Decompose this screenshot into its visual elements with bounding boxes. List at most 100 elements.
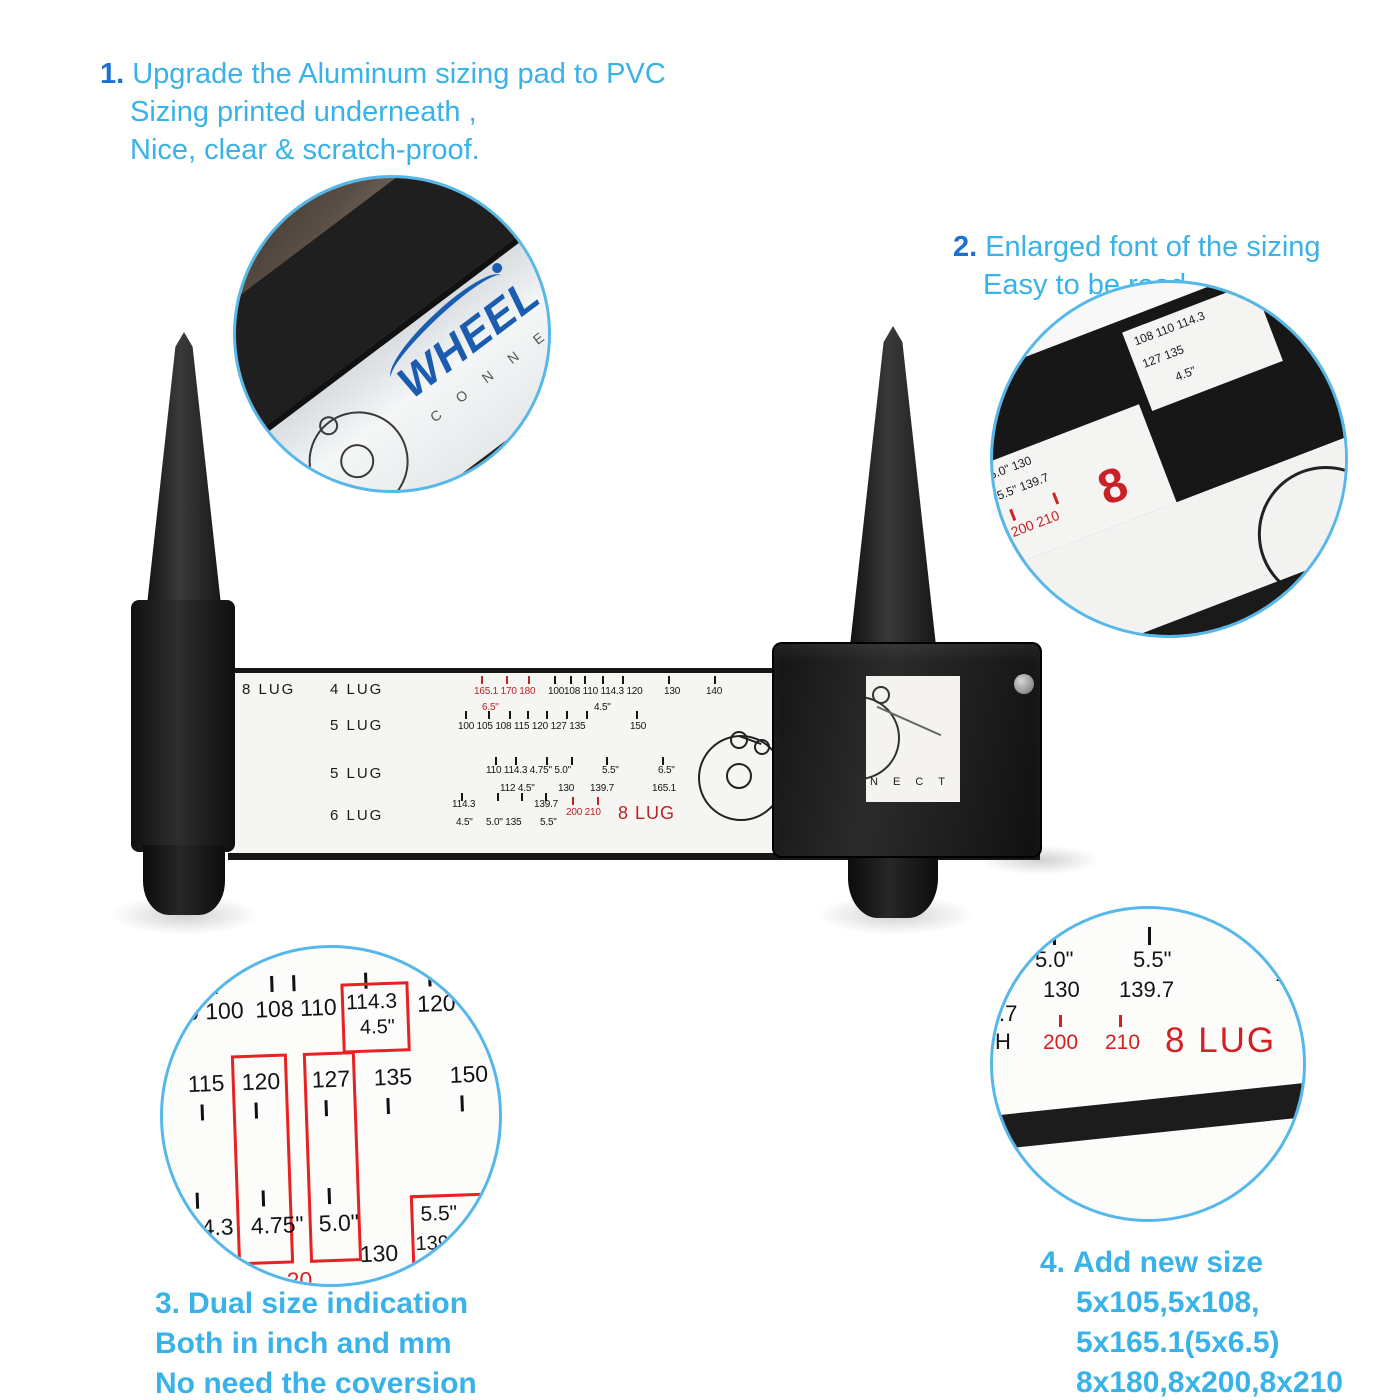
annotation-3: 3.Dual size indication Both in inch and … (155, 1284, 477, 1400)
annotation-4-line4: 8x180,8x200,8x210 (1076, 1366, 1343, 1399)
tick (427, 970, 432, 987)
scale-number: 5.0" (318, 1209, 360, 1237)
annotation-1-line3: Nice, clear & scratch-proof. (130, 134, 480, 166)
tick (200, 1104, 205, 1121)
scale-number: 5.0" (1035, 947, 1074, 972)
scale-number: 127 (311, 1065, 351, 1093)
tick (554, 676, 556, 684)
scale-number: 6.5" (658, 765, 675, 776)
scale-number: 120 (416, 989, 456, 1017)
scale-number: 127 135 (1140, 342, 1186, 371)
scale-number: 135 (373, 1063, 413, 1091)
scale-number: 150 (449, 1060, 489, 1088)
annotation-1-number: 1. (100, 58, 125, 90)
tick (481, 676, 483, 684)
bolt-circle-lug (754, 739, 770, 755)
screw (1014, 674, 1034, 694)
tick (1053, 927, 1056, 945)
slider-closeup: 114.3 4.5" 108 110 114.3 127 135 4.5" 5.… (993, 283, 1345, 635)
right-handle (848, 856, 938, 918)
tick (515, 757, 517, 765)
left-handle (143, 845, 225, 915)
scale-number: 5.5" (1133, 947, 1172, 972)
ruler-row2-5lug-label: 5 LUG (330, 717, 384, 734)
annotation-3-line2: Both in inch and mm (155, 1327, 452, 1360)
tick (570, 676, 572, 684)
pad-closeup: WHEEL C O N N E C T 140 165.1 (233, 178, 548, 490)
tick (546, 757, 548, 765)
scale-number: 5.5" (540, 817, 557, 828)
tick (192, 978, 196, 995)
tick (622, 676, 624, 684)
window-small-circle (872, 686, 890, 704)
tick (546, 711, 548, 719)
tick (488, 711, 490, 719)
scale-number: 114.3 (452, 799, 476, 810)
scale-number: 108 110 (254, 993, 338, 1023)
tick (386, 1097, 390, 1115)
scale-number: 165.1 170 180 (474, 686, 536, 697)
scale-number: 5.5" (420, 1201, 458, 1226)
left-measuring-pin (144, 332, 224, 628)
tick (528, 676, 530, 684)
tick (324, 1100, 329, 1117)
tick (495, 757, 497, 765)
left-body (131, 600, 235, 852)
tick (602, 676, 604, 684)
scale-number: 4.75" (250, 1211, 305, 1239)
zoom-circle-pvc-pad: WHEEL C O N N E C T 140 165.1 (233, 175, 551, 493)
zoom-circle-enlarged-font: 114.3 4.5" 108 110 114.3 127 135 4.5" 5.… (990, 280, 1348, 638)
scale-number: 150 (630, 721, 647, 732)
scale-number: 139.7 (415, 1231, 466, 1256)
scale-number: 108 110 114.3 120 (564, 686, 643, 697)
scale-number: 130 (359, 1239, 399, 1268)
tick (270, 975, 274, 993)
scale-number: 140 (233, 459, 250, 482)
tick (662, 757, 664, 765)
scale-number: 130 (558, 783, 575, 794)
scale-number: 140 (706, 686, 723, 697)
annotation-1: 1.Upgrade the Aluminum sizing pad to PVC… (100, 55, 666, 169)
annotation-1-line2: Sizing printed underneath , (130, 96, 477, 128)
scale-number: 100 105 108 115 120 127 135 (458, 721, 586, 732)
tick (506, 676, 508, 684)
ruler-row1-4lug-label: 4 LUG (330, 681, 384, 698)
annotation-2-number: 2. (953, 231, 978, 263)
ruler-row3-5lug-label: 5 LUG (330, 765, 384, 782)
window-letters: N E C T (870, 776, 951, 788)
annotation-3-line1: 3.Dual size indication (155, 1287, 469, 1320)
scale-number: 4.5" (1173, 363, 1198, 384)
tick (1059, 1015, 1062, 1027)
scale-number: 210 (1105, 1031, 1141, 1054)
scale-number: 115 (187, 1069, 225, 1097)
tick (254, 1102, 259, 1119)
scale-number: 165.1 (652, 783, 677, 794)
scale-number: 200 (1043, 1031, 1079, 1054)
scale-number: 200 210 (1008, 506, 1062, 540)
bolt-circle-hub (726, 763, 752, 789)
scale-number: H (995, 1029, 1011, 1054)
annotation-4-number: 4. (1040, 1246, 1066, 1279)
tick (327, 1188, 332, 1205)
tick (261, 1190, 266, 1207)
annotation-4: 4.Add new size 5x105,5x108, 5x165.1(5x6.… (1040, 1243, 1343, 1400)
tick (292, 975, 296, 992)
scale-number: 100 (548, 686, 565, 697)
ruler-row1-8lug-label: 8 LUG (242, 681, 296, 698)
right-measuring-pin (849, 326, 937, 648)
tick (545, 793, 547, 801)
scale-number: 8 (1091, 457, 1136, 517)
zoom-circle-dual-size: 00 100 108 110 114.3 4.5" 120 115 120 12… (160, 945, 502, 1287)
scale-number: 4.5" (594, 702, 611, 713)
scale-number: 5.5" (602, 765, 619, 776)
tick (714, 676, 716, 684)
scale-number: 8 LUG (1165, 1021, 1277, 1060)
scale-number: 6.5" (482, 702, 499, 713)
scale-number: 139.7 (590, 783, 615, 794)
annotation-3-number: 3. (155, 1287, 181, 1320)
tick (1119, 1015, 1122, 1027)
tick (586, 711, 588, 719)
annotation-4-line3: 5x165.1(5x6.5) (1076, 1326, 1280, 1359)
tick (460, 1095, 464, 1112)
